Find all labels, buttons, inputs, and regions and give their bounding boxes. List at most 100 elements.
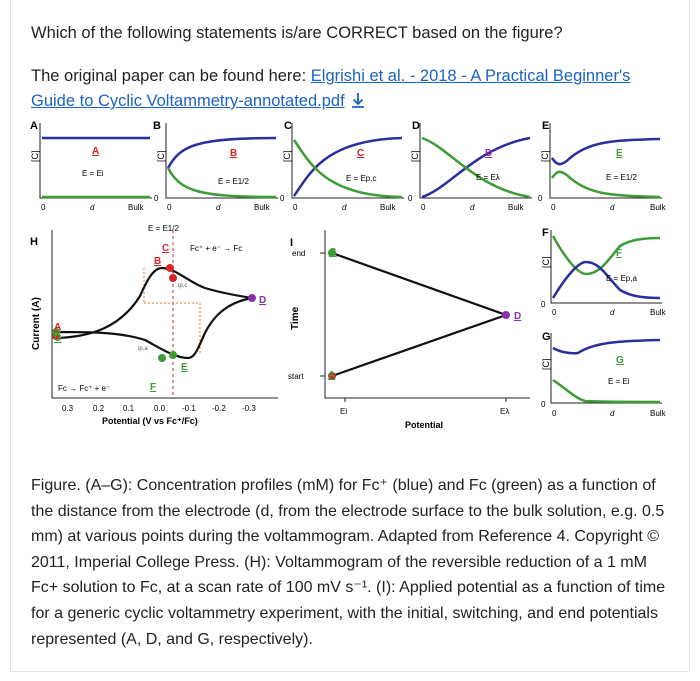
bulk-label: Bulk [254, 203, 271, 212]
potential-label: E = Ei [82, 169, 104, 178]
x-tick-label: -0.1 [182, 404, 196, 413]
panel-letter: A [30, 120, 38, 132]
x-tick-labels: 0.3 0.2 0.1 0.0 -0.1 -0.2 -0.3 [62, 404, 256, 413]
conc-axis-label: [C] [540, 150, 550, 162]
point-d: D [259, 295, 266, 306]
conc-axis-label: [C] [30, 150, 40, 162]
x-tick-label: 0.2 [93, 404, 105, 413]
download-icon[interactable] [351, 91, 365, 116]
point-e: E [181, 362, 188, 373]
x-axis-label: Potential (V vs Fc⁺/Fc) [102, 416, 198, 426]
zero-label: 0 [408, 194, 413, 203]
panel-d: D [C] 0 0 d Bulk D E = Eλ [408, 120, 532, 212]
point-b: B [154, 256, 161, 267]
content-card [10, 0, 690, 672]
point-label: C [357, 148, 364, 159]
figure-caption: Figure. (A–G): Concentration profiles (m… [31, 477, 666, 648]
origin-label: 0 [552, 409, 557, 418]
point-d: D [514, 311, 521, 322]
distance-label: d [470, 203, 475, 212]
time-axis-label: Time [290, 306, 301, 330]
x-axis-label: Potential [405, 420, 443, 430]
elambda-label: Eλ [500, 407, 509, 416]
distance-label: d [610, 203, 615, 212]
panel-b: B [C] 0 0 d Bulk B E = E1/2 [153, 120, 278, 212]
panel-letter: G [542, 331, 551, 343]
conc-axis-label: [C] [541, 256, 551, 268]
ipa-label: ip,a [138, 346, 148, 352]
origin-label: 0 [293, 203, 298, 212]
panel-a: A [C] 0 0 d Bulk A E = Ei [30, 120, 152, 212]
divider [10, 671, 690, 672]
figure-graphic: A [C] 0 0 d Bulk A E = Ei B [C] 0 0 d Bu… [30, 120, 667, 430]
panel-f: F [C] 0 0 d Bulk F E = Ep,a [541, 227, 667, 317]
oxidation-equation: Fc → Fc⁺ + e⁻ [58, 384, 110, 393]
end-label: end [292, 249, 305, 258]
bulk-label: Bulk [128, 203, 145, 212]
panel-letter: I [290, 237, 293, 249]
point-g: G [329, 247, 337, 258]
potential-label: E = Ei [608, 377, 630, 386]
source-prefix: The original paper can be found here: [31, 67, 311, 85]
start-label: start [288, 372, 304, 381]
e-half-label: E = E1/2 [148, 224, 179, 233]
point-label: E [616, 148, 623, 159]
distance-label: d [90, 203, 95, 212]
bulk-label: Bulk [650, 308, 667, 317]
point-label: B [230, 148, 237, 159]
cathodic-sweep [55, 266, 253, 340]
origin-label: 0 [551, 203, 556, 212]
ipc-label: ip,c [178, 283, 187, 289]
conc-axis-label: [C] [541, 358, 551, 370]
point-label: A [92, 146, 99, 157]
conc-axis-label: [C] [156, 150, 166, 162]
panel-letter: C [284, 120, 292, 132]
origin-label: 0 [421, 203, 426, 212]
voltammogram-panel: H Current (A) E = E1/2 C B Fc⁺ + e⁻ → Fc… [30, 224, 278, 426]
potential-label: E = E1/2 [606, 173, 637, 182]
panel-letter: H [30, 236, 38, 248]
distance-label: d [610, 308, 615, 317]
x-tick-label: 0.3 [62, 404, 74, 413]
conc-axis-label: [C] [410, 150, 420, 162]
panel-g: G [C] 0 0 d Bulk G E = Ei [541, 331, 667, 418]
reduction-equation: Fc⁺ + e⁻ → Fc [190, 244, 242, 253]
potential-label: E = Ep,a [606, 274, 637, 283]
zero-label: 0 [280, 194, 285, 203]
panel-letter: F [542, 227, 549, 239]
bulk-label: Bulk [508, 203, 525, 212]
point-g: G [54, 333, 62, 344]
y-axis-label: Current (A) [31, 297, 42, 350]
panel-e: E [C] 0 0 d Bulk E E = E1/2 [538, 120, 667, 212]
zero-label: 0 [541, 400, 546, 409]
potential-label: E = Ep,c [346, 174, 376, 183]
anodic-sweep [55, 296, 253, 360]
point-label: F [616, 248, 622, 259]
point-label: G [616, 355, 624, 366]
point-a: A [328, 370, 335, 381]
panel-letter: E [542, 120, 549, 132]
x-tick-label: -0.2 [212, 404, 226, 413]
source-paragraph: The original paper can be found here: El… [31, 64, 671, 116]
panel-letter: B [153, 120, 161, 132]
point-label: D [485, 148, 492, 159]
paper-link[interactable]: Elgrishi et al. - 2018 - A Practical Beg… [31, 67, 631, 110]
panel-c: C [C] 0 0 d Bulk C E = Ep,c [280, 120, 404, 212]
potential-label: E = Eλ [476, 173, 500, 182]
origin-label: 0 [552, 308, 557, 317]
x-tick-label: 0.1 [123, 404, 135, 413]
question-text: Which of the following statements is/are… [31, 24, 563, 42]
x-tick-label: -0.3 [242, 404, 256, 413]
bulk-label: Bulk [650, 409, 667, 418]
potential-label: E = E1/2 [218, 177, 249, 186]
bulk-label: Bulk [650, 203, 667, 212]
distance-label: d [610, 409, 615, 418]
point-a: A [54, 322, 61, 333]
origin-label: 0 [167, 203, 172, 212]
distance-label: d [216, 203, 221, 212]
zero-label: 0 [538, 194, 543, 203]
x-tick-label: 0.0 [154, 404, 166, 413]
bulk-label: Bulk [380, 203, 397, 212]
ei-label: Ei [340, 407, 347, 416]
panel-letter: D [412, 120, 420, 132]
